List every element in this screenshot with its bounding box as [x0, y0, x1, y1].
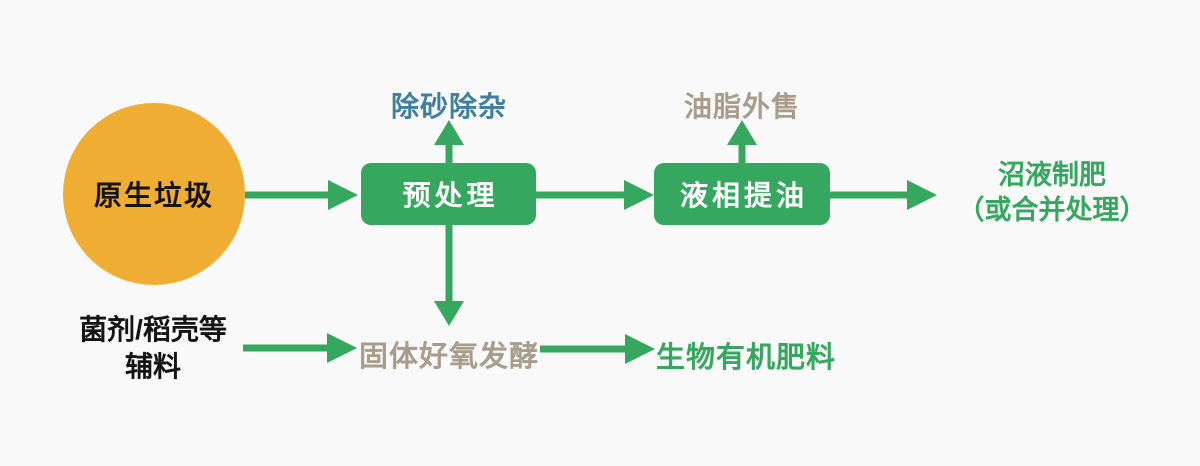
node-raw-waste: 原生垃圾: [63, 103, 245, 285]
arrow-auxiliary-to-fermentation: [243, 333, 357, 363]
arrow-raw-waste-to-pretreatment: [245, 180, 358, 210]
arrow-shaft: [830, 191, 911, 199]
arrow-pretreatment-to-oil-extraction: [536, 180, 654, 210]
arrow-head-up-icon: [434, 120, 464, 145]
arrow-shaft: [738, 142, 746, 163]
arrow-shaft: [445, 142, 453, 163]
arrow-shaft: [445, 225, 453, 304]
node-auxiliary-material-line1: 菌剂/稻壳等: [79, 314, 227, 345]
arrow-head-right-icon: [625, 334, 655, 364]
node-auxiliary-material-line2: 辅料: [124, 351, 181, 382]
node-oil-sale: 油脂外售: [683, 91, 800, 122]
node-slurry-fertilizer-line1: 沼液制肥: [998, 160, 1106, 190]
node-raw-waste-label: 原生垃圾: [93, 180, 214, 211]
arrow-head-right-icon: [624, 180, 654, 210]
arrow-head-down-icon: [434, 301, 464, 326]
node-sand-removal: 除砂除杂: [390, 91, 507, 122]
node-bio-fertilizer: 生物有机肥料: [656, 342, 837, 374]
node-slurry-fertilizer-line2: （或合并处理）: [957, 195, 1147, 225]
node-pretreatment-label: 预处理: [402, 180, 499, 211]
node-slurry-fertilizer: 沼液制肥 （或合并处理）: [941, 158, 1163, 228]
arrow-head-right-icon: [907, 180, 937, 210]
arrow-head-up-icon: [727, 120, 757, 145]
node-auxiliary-material: 菌剂/稻壳等 辅料: [43, 311, 263, 385]
arrow-shaft: [540, 345, 629, 353]
node-oil-extraction-label: 液相提油: [679, 180, 808, 211]
arrow-head-right-icon: [327, 333, 357, 363]
arrow-oil-extraction-to-oil-sale: [727, 120, 757, 163]
arrow-shaft: [536, 191, 628, 199]
arrow-shaft: [245, 191, 332, 199]
node-aerobic-fermentation: 固体好氧发酵: [359, 341, 540, 373]
arrow-head-right-icon: [328, 180, 358, 210]
arrow-pretreatment-to-sand-removal: [434, 120, 464, 163]
arrow-oil-extraction-to-slurry-fertilizer: [830, 180, 937, 210]
node-pretreatment: 预处理: [361, 163, 536, 225]
arrow-pretreatment-to-fermentation: [434, 225, 464, 326]
node-oil-extraction: 液相提油: [654, 163, 830, 225]
arrow-fermentation-to-bio-fertilizer: [540, 334, 655, 364]
arrow-shaft: [243, 344, 331, 352]
